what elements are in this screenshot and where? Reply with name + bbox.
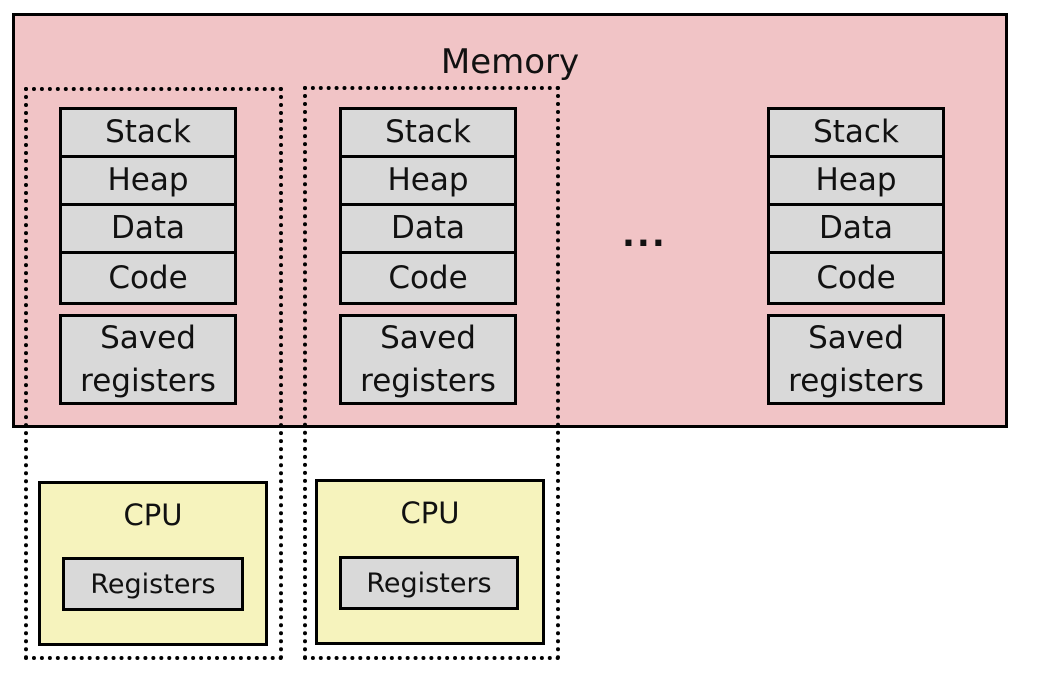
segment-stack: Stack [767, 107, 945, 158]
process-group-2 [303, 86, 560, 660]
saved-line-2: registers [80, 362, 216, 399]
segment-stack: Stack [59, 107, 237, 158]
segment-heap: Heap [59, 155, 237, 206]
cpu-box-2: CPU Registers [315, 479, 545, 645]
saved-line-2: registers [360, 362, 496, 399]
cpu-box-1: CPU Registers [38, 481, 268, 646]
saved-line-1: Saved [380, 319, 476, 356]
cpu-label: CPU [123, 498, 183, 532]
cpu-registers: Registers [62, 557, 244, 611]
saved-line-1: Saved [808, 319, 904, 356]
memory-title: Memory [440, 42, 580, 82]
segment-code: Code [59, 251, 237, 305]
saved-line-1: Saved [100, 319, 196, 356]
segment-heap: Heap [767, 155, 945, 206]
saved-registers: Saved registers [767, 314, 945, 405]
segment-code: Code [767, 251, 945, 305]
cpu-label: CPU [400, 496, 460, 530]
cpu-registers: Registers [339, 556, 519, 610]
segment-data: Data [339, 203, 517, 254]
segment-data: Data [59, 203, 237, 254]
segment-code: Code [339, 251, 517, 305]
segment-data: Data [767, 203, 945, 254]
ellipsis: ... [622, 215, 667, 255]
process-group-1 [24, 87, 283, 660]
segment-stack: Stack [339, 107, 517, 158]
saved-registers: Saved registers [59, 314, 237, 405]
saved-line-2: registers [788, 362, 924, 399]
saved-registers: Saved registers [339, 314, 517, 405]
segment-heap: Heap [339, 155, 517, 206]
